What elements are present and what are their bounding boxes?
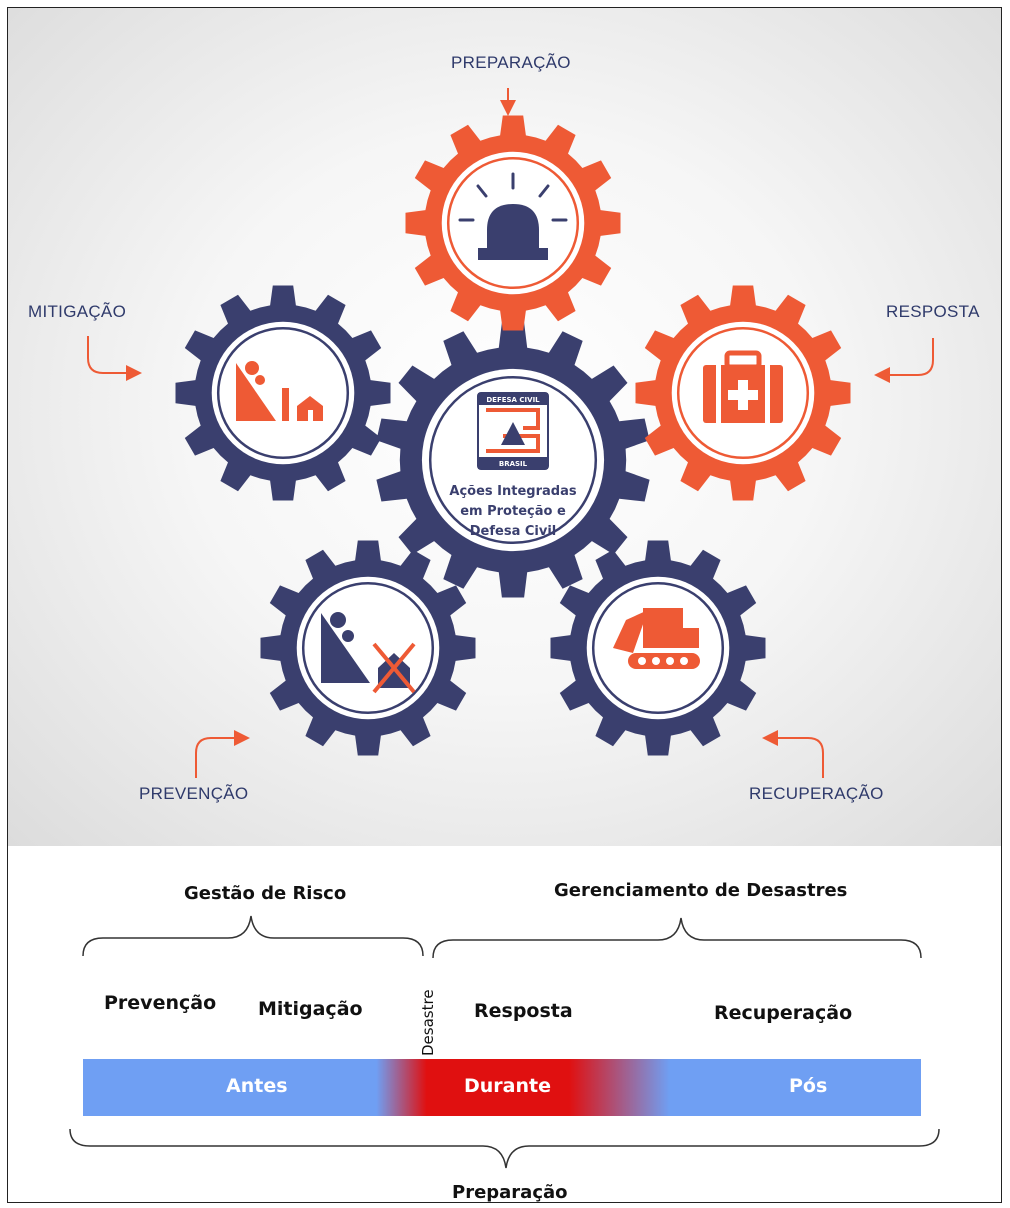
arrows: [87, 88, 934, 778]
phase-resposta: Resposta: [474, 1000, 573, 1022]
label-preparacao: PREPARAÇÃO: [451, 53, 571, 72]
label-recuperacao: RECUPERAÇÃO: [749, 784, 884, 803]
label-preparacao-timeline: Preparação: [452, 1182, 568, 1203]
center-text-line-1: Ações Integradas: [449, 484, 576, 499]
timeline-braces: Desastre: [69, 915, 940, 1169]
risk-timeline: Desastre Gestão de Risco Gerenciamento d…: [8, 846, 1001, 1203]
arrow-prevencao: [195, 730, 250, 778]
center-text-line-2: em Proteção e: [460, 504, 566, 519]
logo-top-text: DEFESA CIVIL: [486, 396, 540, 404]
center-text-line-3: Defesa Civil: [470, 524, 557, 539]
brace-preparacao: [69, 1128, 940, 1169]
brace-gerenciamento: [432, 917, 922, 959]
gears-infographic: DEFESA CIVIL BRASIL Ações Integradas em …: [8, 8, 1001, 846]
first-aid-kit-icon: [703, 350, 783, 423]
bar-durante: Durante: [464, 1075, 551, 1097]
gears-canvas: DEFESA CIVIL BRASIL Ações Integradas em …: [87, 88, 934, 778]
phase-recuperacao: Recuperação: [714, 1002, 853, 1024]
label-desastre: Desastre: [419, 989, 437, 1056]
phase-mitigacao: Mitigação: [258, 998, 363, 1020]
alarm-beacon-icon: [458, 172, 568, 260]
gear-prevencao: [260, 540, 476, 756]
label-prevencao: PREVENÇÃO: [139, 784, 249, 803]
group-gestao-de-risco: Gestão de Risco: [184, 883, 347, 904]
landslide-wall-house-icon: [236, 361, 323, 421]
logo-bottom-text: BRASIL: [499, 460, 528, 468]
defesa-civil-logo: DEFESA CIVIL BRASIL: [477, 392, 549, 470]
bar-pos: Pós: [789, 1075, 828, 1097]
bar-antes: Antes: [226, 1075, 288, 1097]
arrow-mitigacao: [87, 336, 142, 381]
arrow-recuperacao: [762, 730, 824, 778]
arrow-resposta: [874, 338, 934, 383]
phase-prevencao: Prevenção: [104, 992, 217, 1014]
figure-frame: DEFESA CIVIL BRASIL Ações Integradas em …: [7, 7, 1002, 1203]
label-resposta: RESPOSTA: [886, 302, 980, 321]
landslide-crossed-house-icon: [321, 612, 416, 694]
excavator-icon: [613, 608, 700, 669]
label-mitigacao: MITIGAÇÃO: [28, 302, 127, 321]
brace-gestao-de-risco: [82, 915, 424, 957]
timeline-bar: [83, 1059, 921, 1116]
group-gerenciamento-de-desastres: Gerenciamento de Desastres: [554, 880, 848, 901]
